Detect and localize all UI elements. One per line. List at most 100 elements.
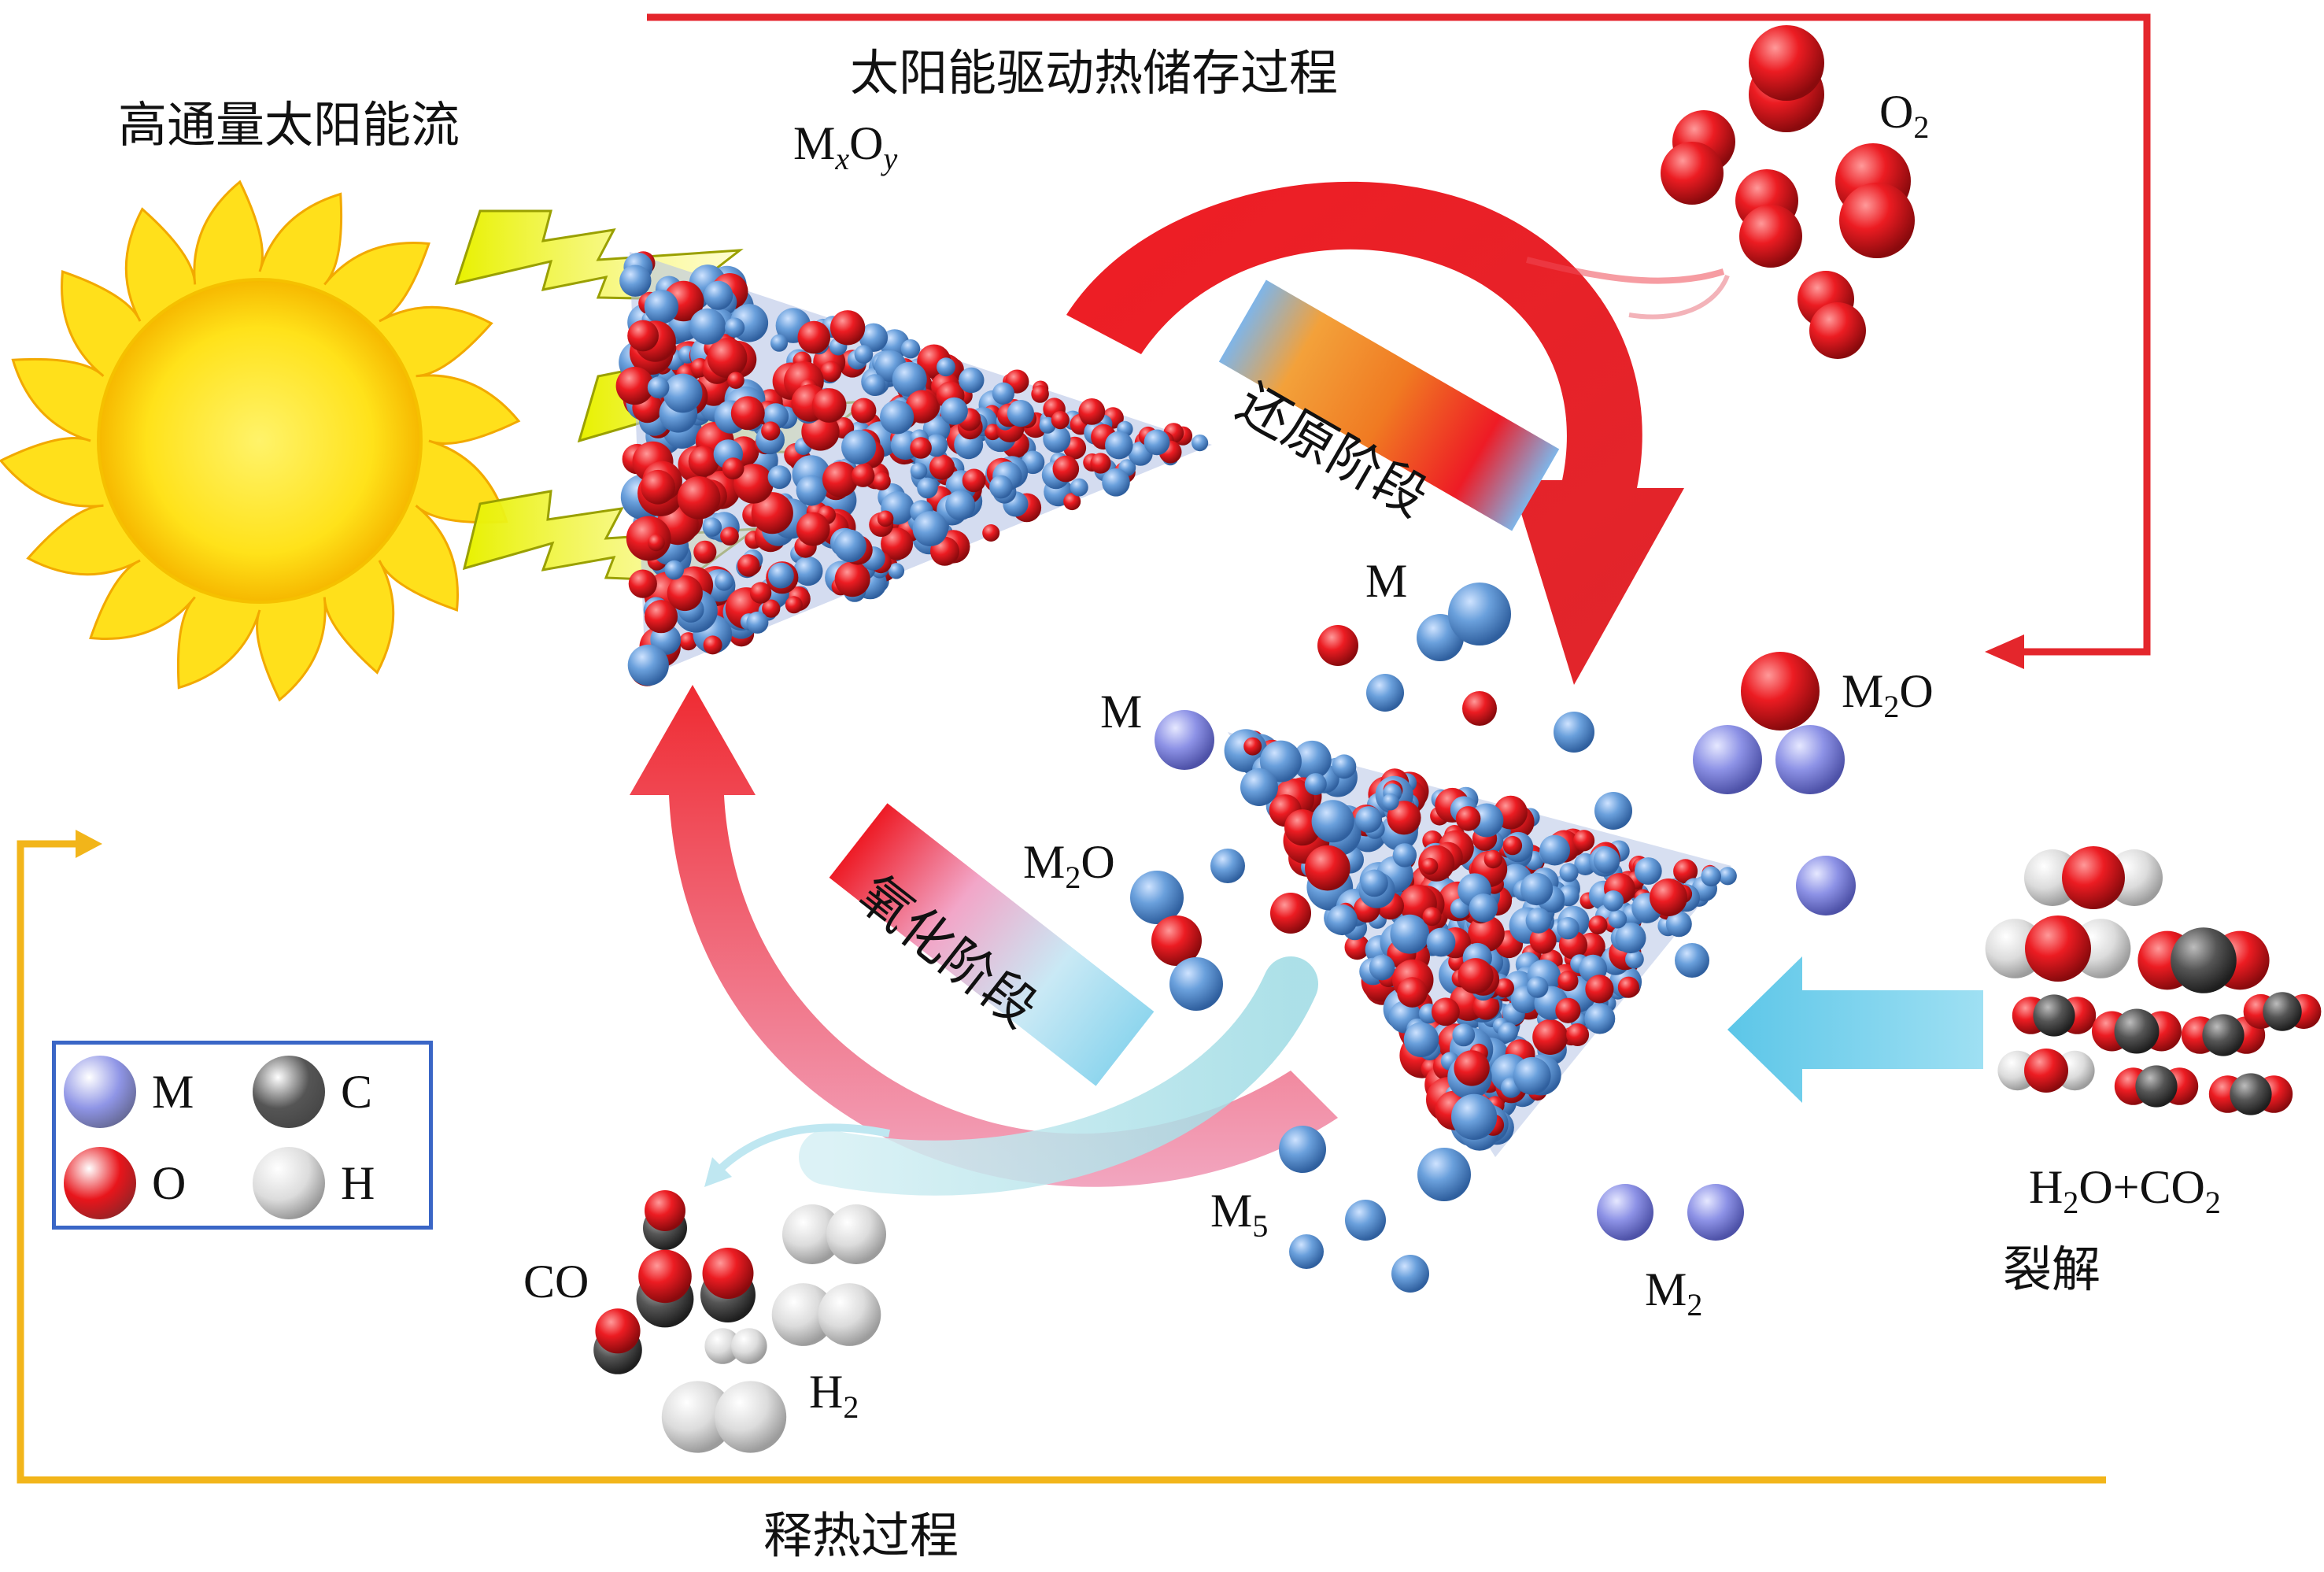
oxygen-atom — [1673, 859, 1698, 884]
oxygen-atom — [641, 469, 675, 505]
oxygen-atom — [1749, 25, 1824, 101]
oxygen-atom — [703, 635, 722, 655]
oxygen-atom — [1031, 385, 1049, 403]
metal-atom — [1625, 949, 1644, 969]
metal-atom — [1169, 957, 1223, 1011]
metal-atom — [768, 562, 794, 589]
carbon-atom — [2263, 992, 2302, 1031]
metal-atom — [1498, 1022, 1518, 1043]
oxygen-atom — [811, 388, 847, 423]
metal-atom-label-left: M — [1100, 686, 1143, 738]
oxygen-atom — [1462, 691, 1497, 726]
metal-atom — [1525, 908, 1552, 934]
oxygen-atom — [962, 468, 986, 493]
oxygen-atom — [910, 437, 932, 459]
oxygen-atom — [1078, 398, 1106, 425]
oxygen-atom — [1432, 997, 1460, 1026]
oxygen-atom — [677, 476, 721, 520]
metal-atom — [937, 357, 955, 377]
metal-atom — [796, 475, 827, 506]
metal-atom — [1665, 911, 1692, 938]
legend-item-h: H — [253, 1147, 375, 1219]
metal-atom — [1448, 583, 1511, 645]
metal-atom — [1451, 1093, 1498, 1140]
metal-atom — [1102, 468, 1130, 497]
oxygen-atom — [1063, 493, 1081, 511]
hydrogen-atom — [715, 1381, 787, 1453]
release-process-label: 释热过程 — [763, 1507, 959, 1564]
oxygen-atom — [679, 632, 698, 651]
oxygen-atom — [737, 554, 760, 577]
metal-atom — [1311, 800, 1354, 843]
oxygen-atom — [595, 1308, 641, 1354]
metal-atom — [1426, 927, 1456, 957]
metal-atom — [1559, 863, 1579, 882]
metal-atom — [922, 415, 951, 443]
oxygen-atom — [1529, 927, 1557, 954]
release-loop-arrow — [17, 830, 2106, 1484]
oxygen-atom — [707, 338, 748, 379]
oxygen-atom — [615, 367, 654, 405]
oxygen-atom — [751, 492, 793, 534]
oxygen-atom — [645, 1190, 685, 1231]
metal-atom — [704, 280, 733, 310]
metal-atom — [1701, 866, 1721, 887]
metal-atom — [664, 560, 685, 580]
oxygen-atom — [2062, 846, 2125, 909]
legend-item-c: C — [253, 1056, 372, 1128]
oxygen-atom — [1566, 1023, 1590, 1046]
oxygen-atom — [1397, 977, 1428, 1008]
metal-atom — [959, 367, 985, 394]
co-label: CO — [523, 1256, 589, 1308]
oxygen-atom — [881, 527, 914, 560]
metal-atom — [1105, 431, 1133, 460]
oxidation-arc-arrow — [630, 685, 1338, 1196]
metal-atom — [702, 517, 722, 537]
hydrogen-atom — [826, 1204, 886, 1264]
metal-atom — [1557, 917, 1580, 940]
oxygen-atom — [1284, 809, 1321, 846]
metal-atom — [1634, 857, 1662, 885]
metal-atom — [1326, 904, 1358, 936]
metal-atom — [1304, 773, 1327, 796]
metal-atom — [854, 345, 874, 364]
oxygen-atom — [1454, 1050, 1490, 1086]
oxygen-atom — [1739, 205, 1802, 268]
hydrogen-atom — [771, 1283, 835, 1346]
metal-atom — [1391, 1255, 1429, 1293]
oxygen-atom — [1502, 835, 1523, 856]
oxygen-atom — [797, 320, 831, 354]
metal-atom — [1608, 909, 1628, 929]
metal-atom-label-top: M — [1365, 555, 1408, 607]
metal-atom — [619, 264, 652, 297]
oxygen-atom — [688, 446, 719, 477]
metal-atom — [746, 611, 769, 634]
oxygen-atom — [693, 540, 717, 564]
metal-atom — [912, 511, 948, 546]
reduced-oxide-rod-lower — [1210, 614, 1737, 1157]
metal-atom — [1007, 399, 1034, 427]
metal-atom — [715, 571, 733, 591]
oxygen-atom — [1344, 934, 1370, 960]
oxidation-stage-bar — [829, 803, 1155, 1086]
oxygen-atom — [905, 390, 939, 424]
metal-atom — [1796, 856, 1856, 915]
oxygen-atom — [2024, 1049, 2068, 1093]
metal-atom — [1155, 710, 1214, 770]
oxygen-atom — [1305, 845, 1350, 891]
oxygen-atom — [733, 464, 774, 504]
molecule-atoms — [593, 25, 2322, 1453]
metal-atom — [1144, 429, 1170, 456]
metal-atom — [917, 477, 938, 499]
carbon-atom — [2230, 1073, 2272, 1115]
metal-atom — [1615, 922, 1646, 954]
metal-atom — [863, 374, 886, 396]
metal-atom — [945, 490, 976, 520]
oxygen-atom — [1532, 1019, 1568, 1055]
metal-atom — [1597, 1184, 1653, 1241]
metal-atom — [940, 397, 968, 425]
oxygen-atom — [1317, 625, 1358, 666]
oxygen-atom — [638, 1249, 692, 1304]
